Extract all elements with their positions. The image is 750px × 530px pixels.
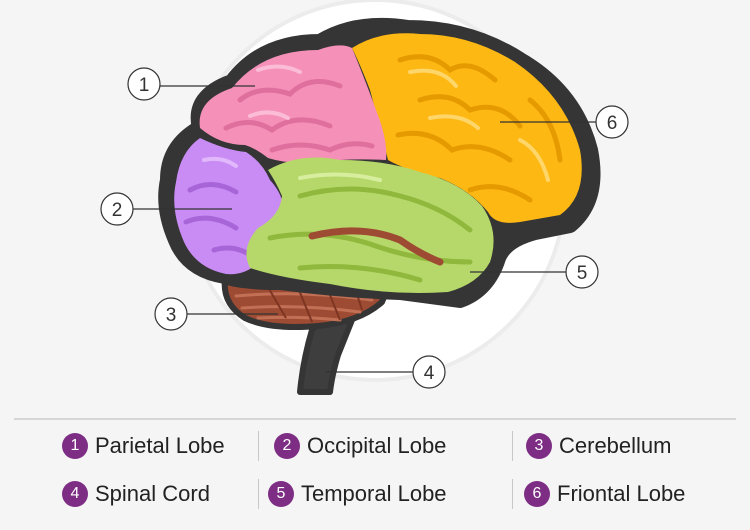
callout-3: 3 — [154, 297, 188, 331]
legend-item-occipital: 2 Occipital Lobe — [274, 428, 446, 464]
legend-badge: 5 — [268, 481, 294, 507]
legend-badge: 3 — [526, 433, 552, 459]
legend-label: Temporal Lobe — [301, 481, 447, 506]
legend-separator — [258, 431, 259, 461]
callout-1: 1 — [127, 67, 161, 101]
callout-2: 2 — [100, 192, 134, 226]
callout-3-number: 3 — [166, 305, 177, 326]
brain-diagram: 1 2 3 4 5 6 — [100, 17, 629, 395]
legend-badge: 6 — [524, 481, 550, 507]
callout-6-number: 6 — [607, 113, 618, 134]
callout-4: 4 — [412, 355, 446, 389]
callout-6: 6 — [595, 105, 629, 139]
legend-separator — [258, 479, 259, 509]
callout-4-number: 4 — [424, 363, 435, 384]
legend-badge: 4 — [62, 481, 88, 507]
legend-item-frontal: 6 Friontal Lobe — [524, 476, 685, 512]
spinal-cord-shape — [297, 317, 355, 395]
parietal-lobe-shape — [199, 45, 387, 163]
legend-separator — [512, 479, 513, 509]
callout-5-number: 5 — [577, 263, 588, 284]
legend-separator — [512, 431, 513, 461]
legend-item-spinal-cord: 4 Spinal Cord — [62, 476, 210, 512]
legend-badge: 2 — [274, 433, 300, 459]
legend-label: Friontal Lobe — [557, 481, 686, 506]
legend-item-cerebellum: 3 Cerebellum — [526, 428, 672, 464]
legend-item-parietal: 1 Parietal Lobe — [62, 428, 225, 464]
legend: 1 Parietal Lobe 2 Occipital Lobe 3 Cereb… — [0, 426, 750, 530]
legend-label: Occipital Lobe — [307, 433, 447, 458]
callout-5: 5 — [565, 255, 599, 289]
legend-label: Cerebellum — [559, 433, 672, 458]
frontal-lobe-shape — [352, 33, 582, 223]
temporal-lobe-shape — [246, 157, 494, 293]
legend-item-temporal: 5 Temporal Lobe — [268, 476, 447, 512]
callout-2-number: 2 — [112, 200, 123, 221]
callout-1-number: 1 — [139, 75, 150, 96]
legend-badge: 1 — [62, 433, 88, 459]
legend-label: Spinal Cord — [95, 481, 210, 506]
legend-divider — [14, 418, 736, 420]
legend-label: Parietal Lobe — [95, 433, 225, 458]
